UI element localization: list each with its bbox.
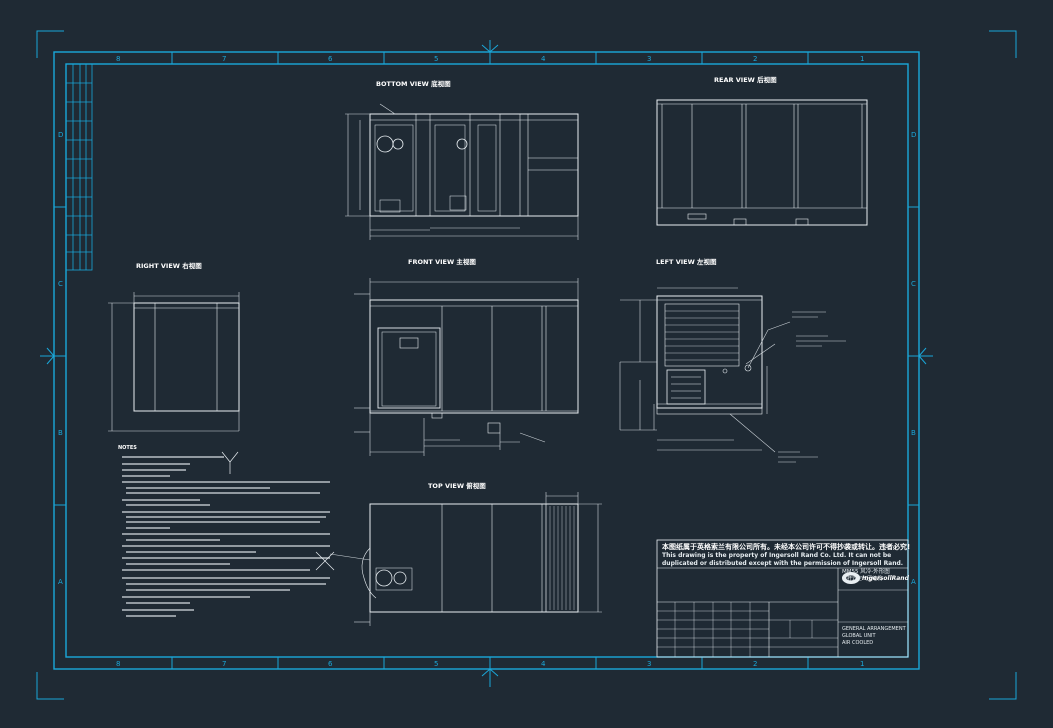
svg-text:D: D — [58, 131, 63, 139]
left-view-callouts — [778, 311, 846, 463]
top-view-x-mark — [315, 551, 335, 571]
outer-border — [53, 51, 920, 670]
rear-view-drawing — [656, 99, 868, 226]
svg-text:6: 6 — [328, 660, 333, 668]
inner-border — [65, 63, 909, 658]
svg-text:6: 6 — [328, 55, 333, 63]
zone-labels-top: 8 7 6 5 4 3 2 1 — [116, 55, 864, 63]
left-view-drawing — [619, 287, 791, 453]
brand-name: IngersollRand — [862, 575, 910, 582]
svg-text:A: A — [911, 578, 916, 586]
drawing-title-3: AIR COOLED — [842, 640, 873, 646]
right-view-label: RIGHT VIEW 右视图 — [136, 261, 202, 270]
bottom-view-drawing — [345, 103, 579, 240]
svg-text:C: C — [911, 280, 916, 288]
svg-text:2: 2 — [753, 660, 757, 668]
svg-text:3: 3 — [647, 660, 651, 668]
left-view-label: LEFT VIEW 左视图 — [656, 257, 717, 266]
svg-text:D: D — [911, 131, 916, 139]
svg-text:B: B — [58, 429, 63, 437]
svg-text:5: 5 — [434, 660, 438, 668]
property-notice-cn: 本图纸属于英格索兰有限公司所有。未经本公司许可不得抄袭或转让。违者必究! — [661, 542, 910, 551]
svg-text:1: 1 — [860, 660, 864, 668]
svg-text:2: 2 — [753, 55, 757, 63]
drawing-title-1: GENERAL ARRANGEMENT — [842, 626, 907, 632]
zone-ticks — [40, 40, 933, 687]
svg-text:C: C — [58, 280, 63, 288]
drawing-title-2: GLOBAL UNIT — [842, 633, 877, 639]
svg-text:4: 4 — [541, 660, 546, 668]
front-view-drawing — [354, 278, 579, 456]
svg-text:8: 8 — [116, 55, 120, 63]
svg-text:8: 8 — [116, 660, 120, 668]
svg-text:7: 7 — [222, 55, 226, 63]
notes-text-block — [122, 456, 330, 617]
rear-view-label: REAR VIEW 后视图 — [714, 75, 777, 84]
top-view-label: TOP VIEW 俯视图 — [428, 481, 486, 490]
revision-grid — [65, 63, 93, 271]
property-notice-en-1: This drawing is the property of Ingersol… — [662, 552, 891, 559]
model-name: MM55 风冷-外形图 — [842, 567, 890, 575]
right-view-drawing — [108, 292, 240, 432]
crop-marks — [36, 30, 1017, 700]
zone-labels-left: D C B A — [58, 131, 63, 586]
svg-text:3: 3 — [647, 55, 651, 63]
svg-text:1: 1 — [860, 55, 864, 63]
zone-labels-bottom: 8 7 6 5 4 3 2 1 — [116, 660, 864, 668]
zone-labels-right: D C B A — [911, 131, 916, 586]
svg-text:5: 5 — [434, 55, 438, 63]
svg-text:A: A — [58, 578, 63, 586]
title-block — [656, 539, 909, 658]
property-notice-en-2: duplicated or distributed except with th… — [662, 560, 903, 567]
top-view-drawing — [329, 492, 602, 626]
svg-text:7: 7 — [222, 660, 226, 668]
svg-text:4: 4 — [541, 55, 546, 63]
svg-text:B: B — [911, 429, 916, 437]
notes-heading: NOTES — [118, 445, 137, 451]
bottom-view-label: BOTTOM VIEW 底视图 — [376, 79, 451, 88]
front-view-label: FRONT VIEW 主视图 — [408, 257, 476, 266]
notes-y-symbol — [221, 451, 239, 474]
model-name-cn: 螺杆式空气压缩机 — [842, 575, 882, 582]
